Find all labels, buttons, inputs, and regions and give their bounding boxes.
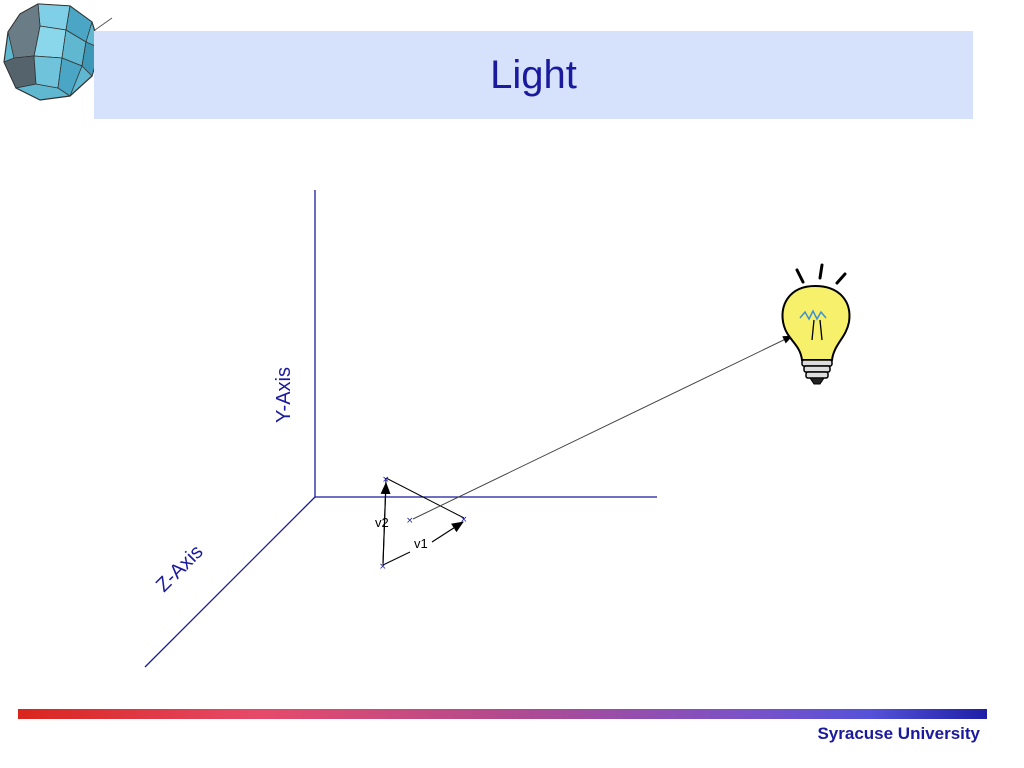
v1-vector (431, 521, 464, 543)
title-bar: Light (94, 31, 973, 119)
y-axis-label: Y-Axis (273, 367, 295, 423)
vertex-marker: × (382, 475, 390, 485)
z-axis-label: Z-Axis (152, 541, 208, 597)
slide-title: Light (490, 52, 577, 97)
vertex-marker: × (460, 515, 468, 525)
vertex-marker: × (406, 516, 414, 526)
footer-gradient-bar (18, 709, 987, 719)
v1-label: v1 (414, 536, 428, 551)
triangle-edge (382, 551, 411, 566)
z-axis-line (144, 496, 316, 668)
triangle-edges (385, 477, 465, 519)
footer-institution: Syracuse University (817, 724, 980, 743)
v2-label: v2 (375, 515, 389, 530)
light-bulb-icon (781, 263, 851, 385)
v2-vector (380, 482, 391, 564)
logo-polyhedron-icon (3, 3, 115, 101)
vertex-marker: × (379, 562, 387, 572)
light-direction-arrow (412, 335, 793, 520)
